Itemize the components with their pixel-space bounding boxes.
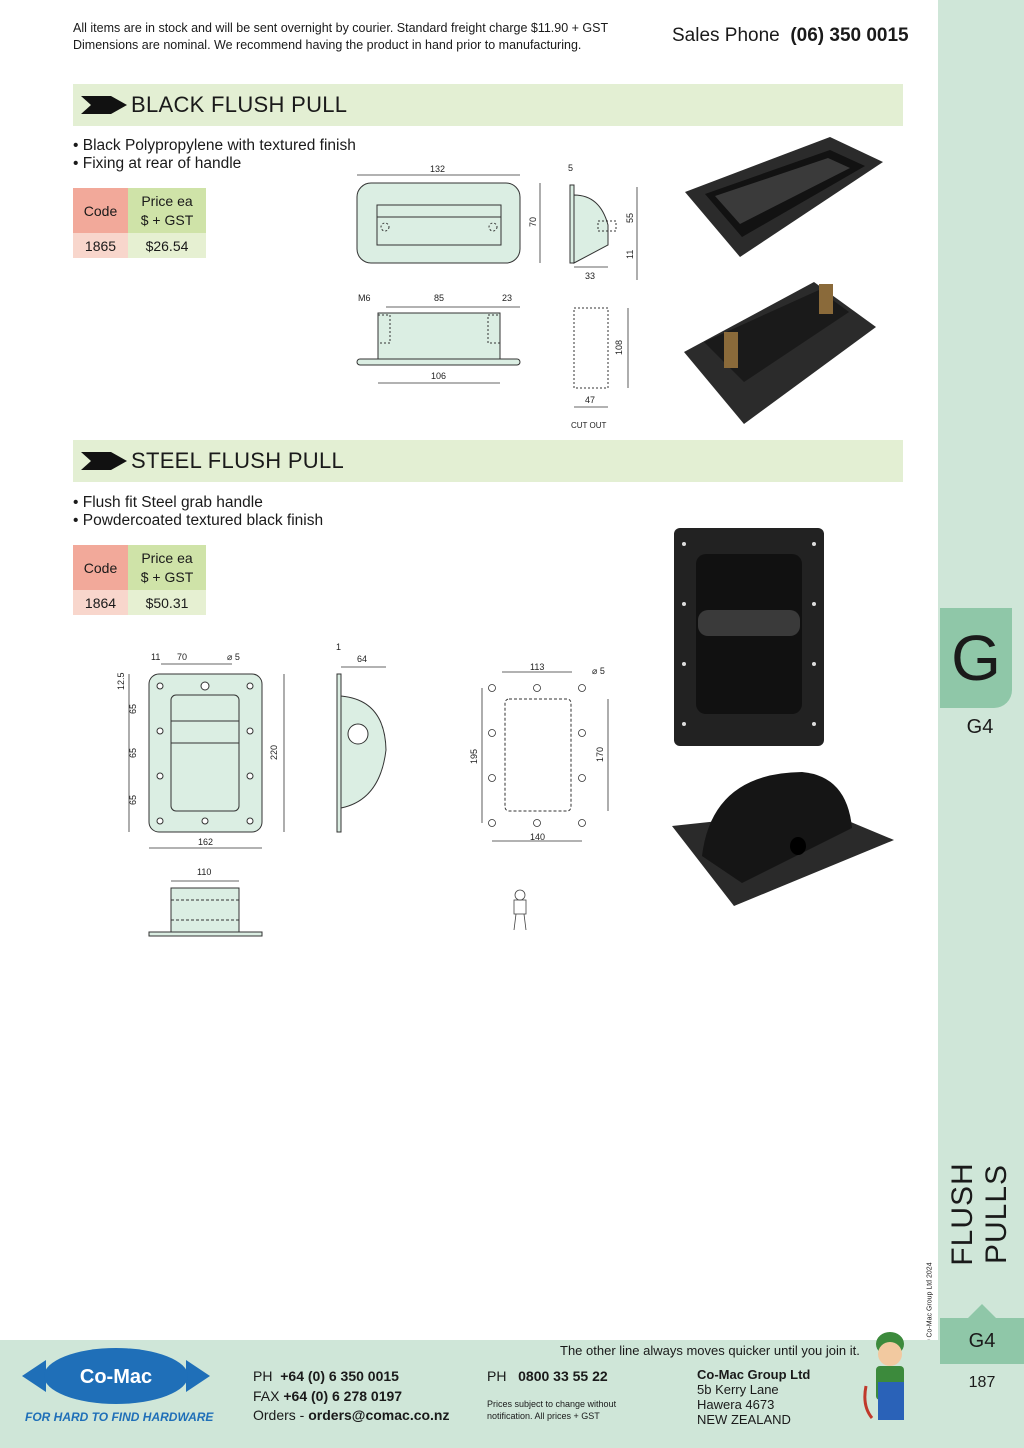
contact-block: PH +64 (0) 6 350 0015 FAX +64 (0) 6 278 … (253, 1367, 450, 1426)
black-flush-pull-drawing: 132 70 5 55 11 33 M6 85 23 106 108 47 CU… (356, 163, 638, 430)
small-print-line1: Prices subject to change without (487, 1399, 617, 1409)
side-title: FLUSH PULLS (946, 1162, 1013, 1266)
dim-1: 1 (336, 642, 341, 652)
feature-list: • Flush fit Steel grab handle • Powderco… (73, 494, 323, 530)
section-title: STEEL FLUSH PULL (131, 448, 345, 473)
dim-width: 132 (430, 164, 445, 174)
freephone: PH 0800 33 55 22 (487, 1367, 608, 1387)
feature-list: • Black Polypropylene with textured fini… (73, 137, 356, 173)
dim-dia5: ⌀ 5 (227, 652, 240, 662)
dim-side-width: 33 (585, 271, 595, 281)
comac-logo: Co-Mac (22, 1348, 210, 1404)
price-header-line1: Price ea (141, 192, 193, 209)
dim-side-small: 11 (625, 250, 635, 259)
phone-number: +64 (0) 6 350 0015 (280, 1368, 399, 1384)
dim-end: 23 (502, 293, 512, 303)
logo-text: Co-Mac (80, 1366, 152, 1388)
dim-110: 110 (197, 867, 211, 877)
freephone-number: 0800 33 55 22 (518, 1368, 608, 1384)
black-flush-pull-photo-rear (684, 282, 876, 424)
dim-113: 113 (530, 662, 544, 672)
code-header: Code (73, 545, 128, 590)
dim-12-5: 12.5 (116, 672, 126, 690)
dim-side-height: 55 (625, 213, 635, 223)
dim-m6: M6 (358, 293, 371, 303)
tab-notch (968, 1304, 996, 1318)
sales-phone-label: Sales Phone (672, 25, 780, 46)
dim-cut-width: 47 (585, 395, 595, 405)
dim-span: 85 (434, 293, 444, 303)
dim-cut-height: 108 (614, 340, 624, 355)
side-bar (938, 0, 1024, 1448)
section-header-black-flush-pull: BLACK FLUSH PULL (73, 84, 903, 126)
feature-item: • Powdercoated textured black finish (73, 512, 324, 529)
logo-tagline: FOR HARD TO FIND HARDWARE (25, 1410, 214, 1424)
code-header: Code (73, 188, 128, 233)
arrow-icon (81, 96, 127, 114)
address-line: 5b Kerry Lane (697, 1382, 779, 1397)
dim-65a: 65 (128, 704, 138, 714)
dim-dia5b: ⌀ 5 (592, 666, 605, 676)
header-note-line2: Dimensions are nominal. We recommend hav… (73, 38, 582, 52)
price-header-line1: Price ea (141, 549, 193, 566)
dim-220: 220 (269, 745, 279, 760)
dim-65c: 65 (128, 795, 138, 805)
dim-162: 162 (198, 837, 213, 847)
dim-height: 70 (528, 217, 538, 227)
section-letter-tab: G (940, 608, 1012, 708)
dim-170: 170 (595, 747, 605, 762)
address-line: Hawera 4673 (697, 1397, 775, 1412)
dim-70: 70 (177, 652, 187, 662)
dim-base: 106 (431, 371, 446, 381)
price-header: Price ea $ + GST (128, 545, 206, 590)
feature-item: • Fixing at rear of handle (73, 155, 242, 172)
mascot-icon (863, 1332, 904, 1420)
steel-flush-pull-photo-front (674, 528, 824, 746)
section-title: BLACK FLUSH PULL (131, 92, 348, 117)
company-address: Co-Mac Group Ltd 5b Kerry Lane Hawera 46… (697, 1367, 810, 1427)
price-header-line2: $ + GST (140, 568, 194, 585)
product-code: 1864 (73, 590, 128, 615)
header-note-line1: All items are in stock and will be sent … (73, 21, 609, 35)
orders-email[interactable]: orders@comac.co.nz (308, 1407, 450, 1423)
section-code: G4 (966, 716, 994, 738)
price-header: Price ea $ + GST (128, 188, 206, 233)
dim-64: 64 (357, 654, 367, 664)
arrow-icon (81, 452, 127, 470)
header-note: All items are in stock and will be sent … (73, 20, 663, 54)
small-print-line2: notification. All prices + GST (487, 1411, 600, 1421)
black-flush-pull-photo-front (685, 137, 883, 257)
cutout-label: CUT OUT (571, 421, 607, 430)
address-line: NEW ZEALAND (697, 1412, 791, 1427)
mascot-sketch-icon (513, 889, 527, 931)
dim-140: 140 (530, 832, 545, 842)
feature-item: • Black Polypropylene with textured fini… (73, 137, 356, 154)
feature-item: • Flush fit Steel grab handle (73, 494, 263, 511)
price-table: Code Price ea $ + GST 1865 $26.54 (73, 188, 206, 258)
product-code: 1865 (73, 233, 128, 258)
fax-label: FAX (253, 1387, 280, 1404)
dim-65b: 65 (128, 748, 138, 758)
section-header-steel-flush-pull: STEEL FLUSH PULL (73, 440, 903, 482)
ph2-label: PH (487, 1368, 507, 1384)
product-price: $26.54 (128, 233, 206, 258)
footer-slogan: The other line always moves quicker unti… (560, 1343, 860, 1358)
price-header-line2: $ + GST (140, 211, 194, 228)
page-number: 187 (968, 1374, 996, 1391)
steel-flush-pull-photo-rear (672, 772, 894, 906)
small-print: Prices subject to change without notific… (487, 1398, 647, 1422)
orders-label: Orders - (253, 1407, 309, 1423)
price-table: Code Price ea $ + GST 1864 $50.31 (73, 545, 206, 615)
fax-number: +64 (0) 6 278 0197 (283, 1387, 403, 1404)
steel-flush-pull-drawing: 11 70 ⌀ 5 12.5 65 65 65 220 162 110 1 64… (116, 642, 609, 937)
sales-phone-number: (06) 350 0015 (790, 25, 909, 46)
company-name: Co-Mac Group Ltd (697, 1367, 811, 1382)
sales-phone: Sales Phone (06) 350 0015 (672, 25, 909, 47)
dim-depth-small: 5 (568, 163, 573, 173)
ph-label: PH (253, 1368, 273, 1384)
dim-195: 195 (469, 749, 479, 764)
product-price: $50.31 (128, 590, 206, 615)
bottom-section-code: G4 (940, 1318, 1024, 1364)
dim-11: 11 (151, 652, 160, 662)
